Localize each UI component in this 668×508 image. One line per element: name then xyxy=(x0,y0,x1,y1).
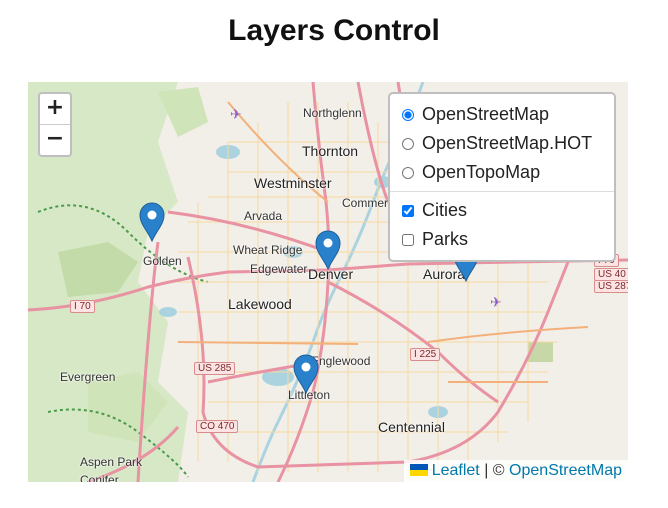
road-shield-co470: CO 470 xyxy=(196,420,239,433)
layers-separator xyxy=(390,191,614,192)
place-label-denver: Denver xyxy=(308,266,354,282)
base-layer-radio-openstreetmap[interactable] xyxy=(402,108,414,121)
overlay-label: Parks xyxy=(422,229,469,249)
page-title: Layers Control xyxy=(228,14,440,47)
base-layer-radio-openstreetmap-hot[interactable] xyxy=(402,137,414,150)
place-label-englewood: Englewood xyxy=(311,354,371,368)
zoom-control: + − xyxy=(38,92,72,157)
road-shield-i70: I 70 xyxy=(70,300,95,313)
map-marker-littleton[interactable] xyxy=(293,354,319,395)
overlay-checkbox-parks[interactable] xyxy=(402,233,414,246)
place-label-thornton: Thornton xyxy=(302,143,359,159)
place-label-lakewood: Lakewood xyxy=(228,296,292,312)
base-layer-label: OpenTopoMap xyxy=(422,162,541,182)
place-label-golden: Golden xyxy=(143,254,182,268)
place-label-arvada: Arvada xyxy=(244,209,283,223)
overlay-label: Cities xyxy=(422,200,468,220)
overlay-option[interactable]: Cities xyxy=(398,196,604,225)
airport-icon: ✈ xyxy=(230,106,242,122)
map-marker-denver[interactable] xyxy=(315,230,341,271)
base-layer-option[interactable]: OpenStreetMap xyxy=(398,100,604,129)
map-container[interactable]: Northglenn Thornton Westminster Commerce… xyxy=(28,82,628,482)
map-marker-golden[interactable] xyxy=(139,202,165,243)
place-label-centennial: Centennial xyxy=(378,419,445,435)
overlay-option[interactable]: Parks xyxy=(398,225,604,254)
road-shield-us285: US 285 xyxy=(194,362,236,375)
place-label-littleton: Littleton xyxy=(288,388,331,402)
place-label-wheat-ridge: Wheat Ridge xyxy=(233,243,303,257)
road-shield-i225: I 225 xyxy=(410,348,441,361)
place-label-aspen-park: Aspen Park xyxy=(80,455,143,469)
base-layer-label: OpenStreetMap xyxy=(422,104,550,124)
base-layer-label: OpenStreetMap.HOT xyxy=(422,133,593,153)
zoom-out-button[interactable]: − xyxy=(40,124,70,155)
ukraine-flag-icon xyxy=(409,464,428,476)
airport-icon: ✈ xyxy=(490,294,502,310)
base-layer-radio-opentopomap[interactable] xyxy=(402,166,414,179)
base-layer-option[interactable]: OpenStreetMap.HOT xyxy=(398,129,604,158)
place-label-commerce-city: Commerce xyxy=(342,196,401,210)
leaflet-link[interactable]: Leaflet xyxy=(431,462,480,479)
base-layer-option[interactable]: OpenTopoMap xyxy=(398,158,604,187)
place-label-aurora: Aurora xyxy=(423,266,466,282)
layers-control: OpenStreetMap OpenStreetMap.HOT OpenTopo… xyxy=(388,92,616,262)
openstreetmap-link[interactable]: OpenStreetMap xyxy=(509,462,622,479)
attribution-separator: | © xyxy=(484,462,505,479)
place-label-westminster: Westminster xyxy=(254,175,332,191)
place-label-edgewater: Edgewater xyxy=(250,262,308,276)
place-label-conifer: Conifer xyxy=(80,473,119,482)
overlay-checkbox-cities[interactable] xyxy=(402,204,414,217)
place-label-evergreen: Evergreen xyxy=(60,370,116,384)
map-tiles[interactable] xyxy=(28,82,628,482)
road-shield-us287: US 287 xyxy=(594,280,628,293)
zoom-in-button[interactable]: + xyxy=(45,95,65,120)
place-label-northglenn: Northglenn xyxy=(303,106,362,120)
map-attribution: Leaflet | © OpenStreetMap xyxy=(403,460,628,482)
